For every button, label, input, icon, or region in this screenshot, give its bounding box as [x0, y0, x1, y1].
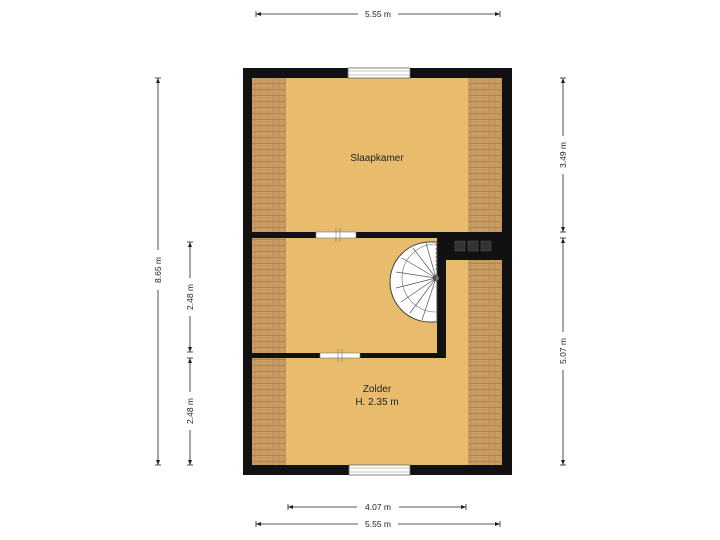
- left-lower-label: 2.48 m: [185, 398, 195, 424]
- bottom-window: [348, 464, 411, 476]
- left-upper-label: 2.48 m: [185, 284, 195, 310]
- spiral-staircase: [389, 241, 440, 323]
- bedroom-label: Slaapkamer: [350, 153, 404, 164]
- attic-label: Zolder: [363, 384, 392, 395]
- top-width-label: 5.55 m: [365, 9, 391, 19]
- interior-walls: [252, 232, 502, 358]
- inner-width-label: 4.07 m: [365, 502, 391, 512]
- total-height-label: 8.65 m: [153, 257, 163, 283]
- right-lower-label: 5.07 m: [558, 338, 568, 364]
- right-roof-slope: [468, 78, 502, 465]
- attic-height-label: H. 2.35 m: [355, 397, 398, 408]
- left-roof-slope: [252, 78, 286, 465]
- right-upper-label: 3.49 m: [558, 142, 568, 168]
- top-window: [347, 67, 411, 79]
- bottom-width-label: 5.55 m: [365, 519, 391, 529]
- chimney-block: [452, 238, 502, 254]
- attic-door: [319, 349, 361, 362]
- outer-walls: [243, 68, 512, 475]
- attic-floor: [252, 78, 502, 465]
- bedroom-door: [315, 228, 357, 242]
